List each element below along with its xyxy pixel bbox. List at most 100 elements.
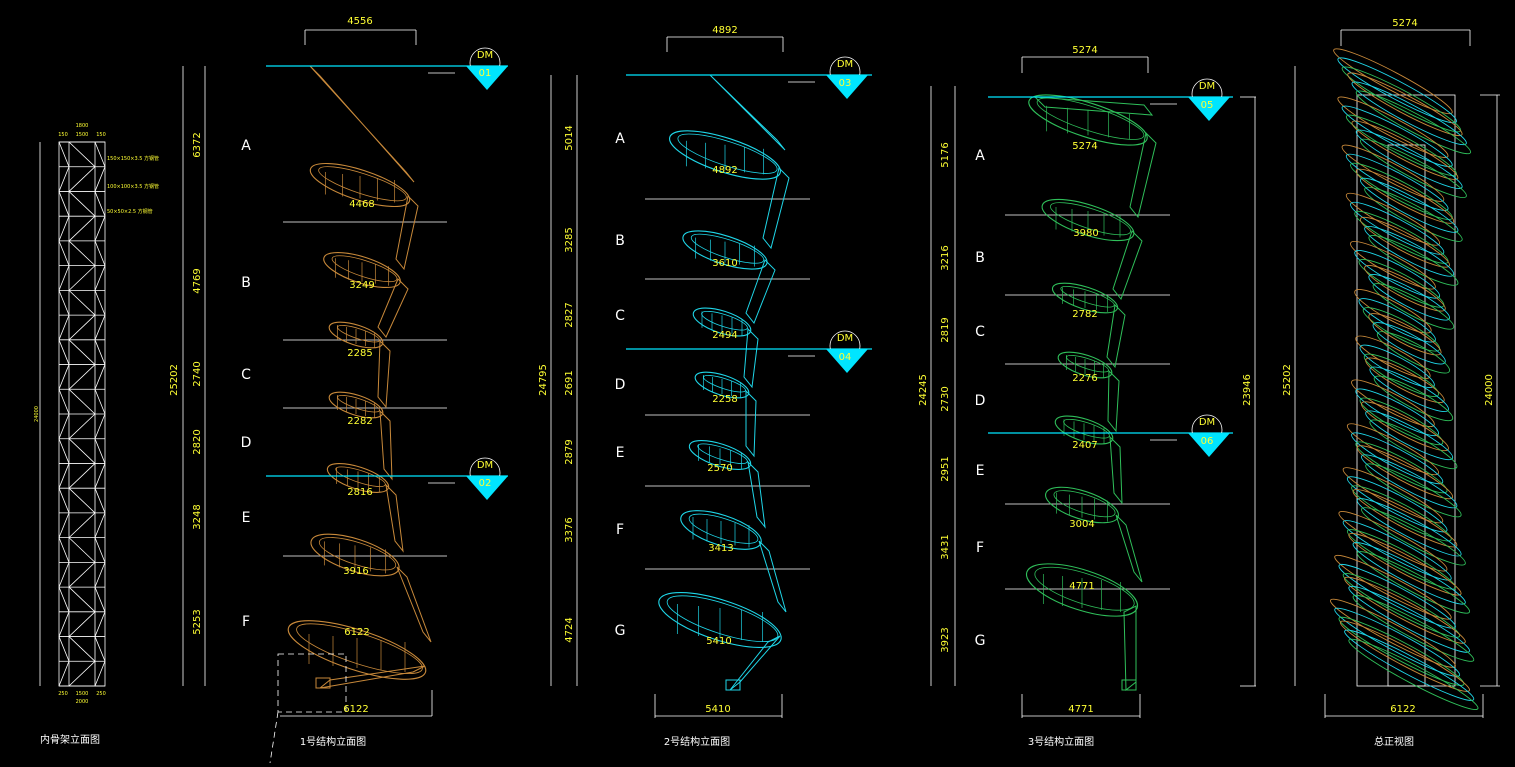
- overall-coil-loop: [1368, 313, 1442, 356]
- overall-coil-loop: [1337, 57, 1457, 124]
- frame-brace: [68, 141, 96, 168]
- s2-marker-03-num: 03: [839, 78, 852, 89]
- overall-coil-loop: [1365, 357, 1445, 403]
- overall-coil-loop: [1352, 489, 1458, 548]
- frame-brace: [58, 240, 70, 266]
- frame-brace: [68, 463, 96, 489]
- s2-section-e: E: [616, 445, 625, 461]
- s2-section-g: G: [615, 623, 626, 639]
- caption-struct-1: 1号结构立面图: [300, 735, 366, 748]
- inner-frame-elevation: 1800 150 1500 150 250 1500 250 2000 2400…: [34, 123, 159, 746]
- s2-marker-03-code: DM: [837, 59, 853, 70]
- overall-coil-loop: [1363, 353, 1440, 397]
- overall-bottom-width: 6122: [1390, 704, 1415, 715]
- frame-brace: [58, 166, 70, 192]
- frame-brace: [58, 314, 70, 340]
- overall-coil-loop: [1342, 467, 1444, 524]
- s3-width-1: 5274: [1072, 141, 1097, 152]
- overall-coil-loop: [1344, 629, 1475, 701]
- overall-coil-loop: [1352, 594, 1475, 662]
- s3-section-d: D: [975, 393, 986, 409]
- frame-brace: [58, 290, 70, 316]
- frame-top-part-3: 150: [96, 132, 106, 138]
- s1-width-3: 2285: [347, 348, 372, 359]
- s2-bottom-width: 5410: [705, 704, 730, 715]
- frame-brace: [94, 265, 106, 291]
- coil-strip: [377, 339, 391, 409]
- s2-level-c: 2827: [564, 302, 575, 327]
- frame-brace: [68, 215, 96, 242]
- coil-loop: [682, 230, 768, 270]
- overall-coil-loop: [1330, 598, 1456, 668]
- overall-coil-loop: [1361, 454, 1458, 509]
- coil-strip: [309, 65, 415, 183]
- coil-strip: [743, 327, 759, 389]
- coil-strip: [745, 259, 776, 324]
- s1-marker-01-num: 01: [479, 68, 492, 79]
- overall-coil-loop: [1355, 168, 1455, 224]
- s1-section-e: E: [242, 510, 251, 526]
- s3-section-g: G: [975, 633, 986, 649]
- s1-section-a: A: [241, 138, 251, 154]
- overall-coil-loop: [1341, 105, 1453, 168]
- overall-coil-loop: [1346, 423, 1439, 476]
- s1-level-c: 2740: [192, 361, 203, 386]
- overall-coil-loop: [1346, 476, 1448, 533]
- s3-width-3: 2782: [1072, 309, 1097, 320]
- frame-brace: [68, 438, 96, 464]
- frame-brace: [94, 240, 106, 266]
- s2-spiral-coil: [658, 74, 790, 691]
- s2-total-height: 24795: [538, 364, 549, 396]
- coil-strip: [762, 167, 790, 250]
- overall-coil-loop: [1351, 379, 1435, 427]
- s3-width-7: 4771: [1069, 581, 1094, 592]
- structure-2-elevation: 4892 24795 5014 3285 2827 2691 2879 3376…: [538, 25, 872, 748]
- s3-level-a: 5176: [940, 142, 951, 167]
- coil-strip: [396, 566, 432, 643]
- overall-coil-loop: [1359, 177, 1459, 233]
- overall-coil-loop: [1348, 532, 1462, 596]
- s1-section-d: D: [241, 435, 252, 451]
- s3-level-f: 3431: [940, 534, 951, 559]
- overall-coil-loop: [1372, 283, 1455, 330]
- s1-detail-box: [277, 653, 347, 713]
- overall-coil-loop: [1341, 144, 1445, 202]
- coil-loop: [669, 130, 781, 180]
- s2-section-f: F: [616, 522, 624, 538]
- coil-loop-inner: [1034, 566, 1135, 611]
- s3-marker-05-code: DM: [1199, 81, 1215, 92]
- frame-note-1: 150×150×3.5 方钢管: [107, 155, 159, 162]
- s1-level-a: 6372: [192, 132, 203, 157]
- coil-strip: [1109, 435, 1123, 505]
- s2-width-5: 2570: [707, 463, 732, 474]
- s1-section-f: F: [242, 614, 250, 630]
- s3-width-5: 2407: [1072, 440, 1097, 451]
- frame-brace: [94, 488, 106, 514]
- s1-width-1: 4468: [349, 199, 374, 210]
- overall-coil-loop: [1348, 585, 1470, 653]
- frame-top-part-1: 150: [58, 132, 68, 138]
- s2-level-g: 4724: [564, 617, 575, 642]
- frame-brace: [58, 389, 70, 415]
- frame-bottom-width: 2000: [76, 699, 89, 705]
- frame-brace: [94, 661, 106, 687]
- coil-loop-inner: [688, 513, 759, 544]
- frame-brace: [68, 562, 96, 588]
- overall-coil-loop: [1350, 240, 1436, 290]
- coil-loop-inner: [1050, 202, 1131, 236]
- coil-loop-inner: [318, 537, 397, 571]
- frame-top-part-2: 1500: [76, 132, 89, 138]
- overall-coil-loop: [1365, 410, 1454, 461]
- s2-level-a: 5014: [564, 125, 575, 150]
- s2-top-width: 4892: [712, 25, 737, 36]
- structure-1-elevation: 4556 25202 6372 4769 2740 2820 3248 5253…: [169, 16, 508, 764]
- s2-section-d: D: [615, 377, 626, 393]
- frame-brace: [58, 537, 70, 563]
- overall-coil-loop: [1333, 48, 1453, 115]
- coil-loop: [287, 620, 427, 680]
- overall-coil-loop: [1365, 463, 1462, 518]
- frame-brace: [58, 661, 70, 687]
- s2-marker-04-code: DM: [837, 333, 853, 344]
- s2-width-3: 2494: [712, 330, 737, 341]
